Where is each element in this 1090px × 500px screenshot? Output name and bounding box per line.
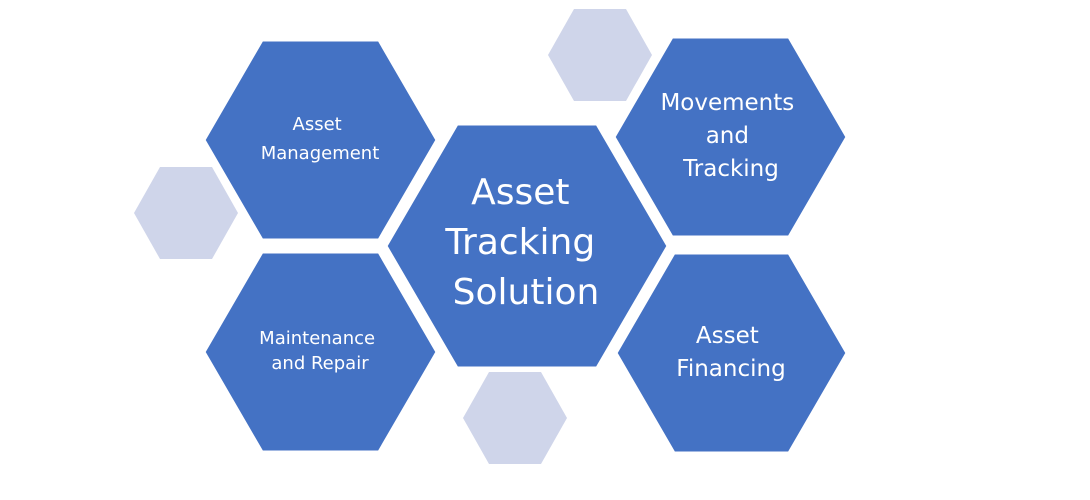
label-line: Tracking (682, 156, 779, 182)
asset-management-label: Asset Management (261, 114, 380, 164)
hexagon-center-asset-tracking-solution: Asset Tracking Solution (384, 122, 670, 370)
decorative-hexagon-left (134, 167, 238, 259)
hexagon-shape (612, 35, 849, 239)
label-line: Management (261, 143, 380, 164)
asset-financing-label: Asset Financing (676, 323, 785, 382)
movements-tracking-label: Movements and Tracking (660, 90, 801, 182)
hexagon-asset-financing: Asset Financing (614, 251, 849, 455)
center-title-label: Asset Tracking Solution (444, 172, 606, 313)
hexagon-maintenance-repair: Maintenance and Repair (202, 250, 439, 454)
label-line: Solution (453, 272, 600, 313)
label-line: and (706, 123, 749, 149)
hexagon-asset-management: Asset Management (202, 38, 439, 242)
label-line: Asset (293, 114, 342, 135)
hexagon-shape (614, 251, 849, 455)
label-line: Movements (660, 90, 794, 116)
label-line: Tracking (444, 222, 595, 263)
decorative-hexagon-bottom (463, 372, 567, 464)
decorative-hexagon-top (548, 9, 652, 101)
label-line: Asset (471, 172, 569, 213)
hexagon-shape (202, 250, 439, 454)
hexagon-shape (202, 38, 439, 242)
label-line: Asset (696, 323, 759, 349)
label-line: Financing (676, 356, 785, 382)
maintenance-repair-label: Maintenance and Repair (259, 328, 381, 374)
label-line: Maintenance (259, 328, 375, 349)
hexagon-shape (384, 122, 670, 370)
hexagon-movements-tracking: Movements and Tracking (612, 35, 849, 239)
label-line: and Repair (271, 353, 369, 374)
